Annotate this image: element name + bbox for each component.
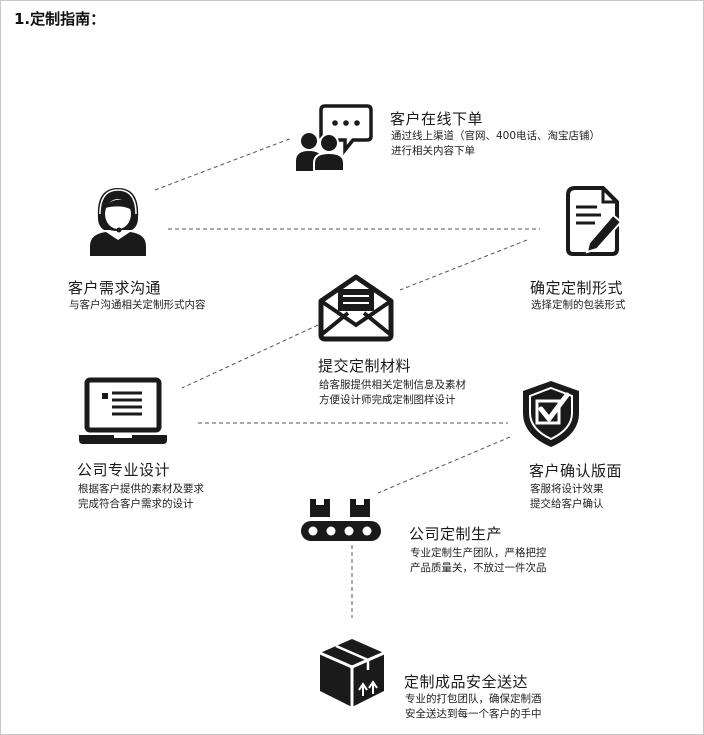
- step-title-online-order: 客户在线下单: [390, 110, 484, 128]
- page-title: 1.定制指南：: [14, 10, 106, 28]
- step-desc-confirm-form: 选择定制的包装形式: [531, 299, 626, 311]
- step-desc-submit-materials: 给客服提供相关定制信息及素材方便设计师完成定制图样设计: [319, 379, 466, 406]
- connector-confirm-layout-to-production: [377, 436, 511, 494]
- connector-confirm-form-to-submit: [399, 239, 528, 291]
- step-title-submit-materials: 提交定制材料: [318, 357, 412, 375]
- step-title-delivery: 定制成品安全送达: [404, 673, 529, 691]
- shield-check-icon: [523, 381, 579, 447]
- document-pen-icon: [566, 186, 623, 256]
- laptop-icon: [79, 377, 167, 444]
- step-title-confirm-form: 确定定制形式: [530, 279, 624, 297]
- online-order-chat-icon: [296, 104, 373, 172]
- step-title-professional-design: 公司专业设计: [77, 461, 171, 479]
- step-title-communication: 客户需求沟通: [68, 279, 162, 297]
- conveyor-belt-icon: [301, 499, 381, 541]
- step-desc-confirm-layout: 客服将设计效果提交给客户确认: [530, 483, 604, 510]
- step-desc-production: 专业定制生产团队，严格把控产品质量关，不放过一件次品: [410, 547, 547, 574]
- connector-submit-to-design: [181, 324, 319, 389]
- connector-order-to-communicate: [154, 137, 293, 191]
- step-title-confirm-layout: 客户确认版面: [529, 462, 623, 480]
- envelope-icon: [318, 274, 394, 342]
- step-desc-communication: 与客户沟通相关定制形式内容: [69, 299, 206, 311]
- step-desc-online-order: 通过线上渠道（官网、400电话、淘宝店铺）进行相关内容下单: [391, 130, 601, 157]
- step-desc-delivery: 专业的打包团队，确保定制酒安全送达到每一个客户的手中: [405, 693, 542, 720]
- shipping-box-icon: [319, 639, 385, 707]
- step-desc-professional-design: 根据客户提供的素材及要求完成符合客户需求的设计: [78, 483, 204, 510]
- step-title-production: 公司定制生产: [409, 525, 503, 543]
- customer-service-headset-icon: [90, 188, 146, 256]
